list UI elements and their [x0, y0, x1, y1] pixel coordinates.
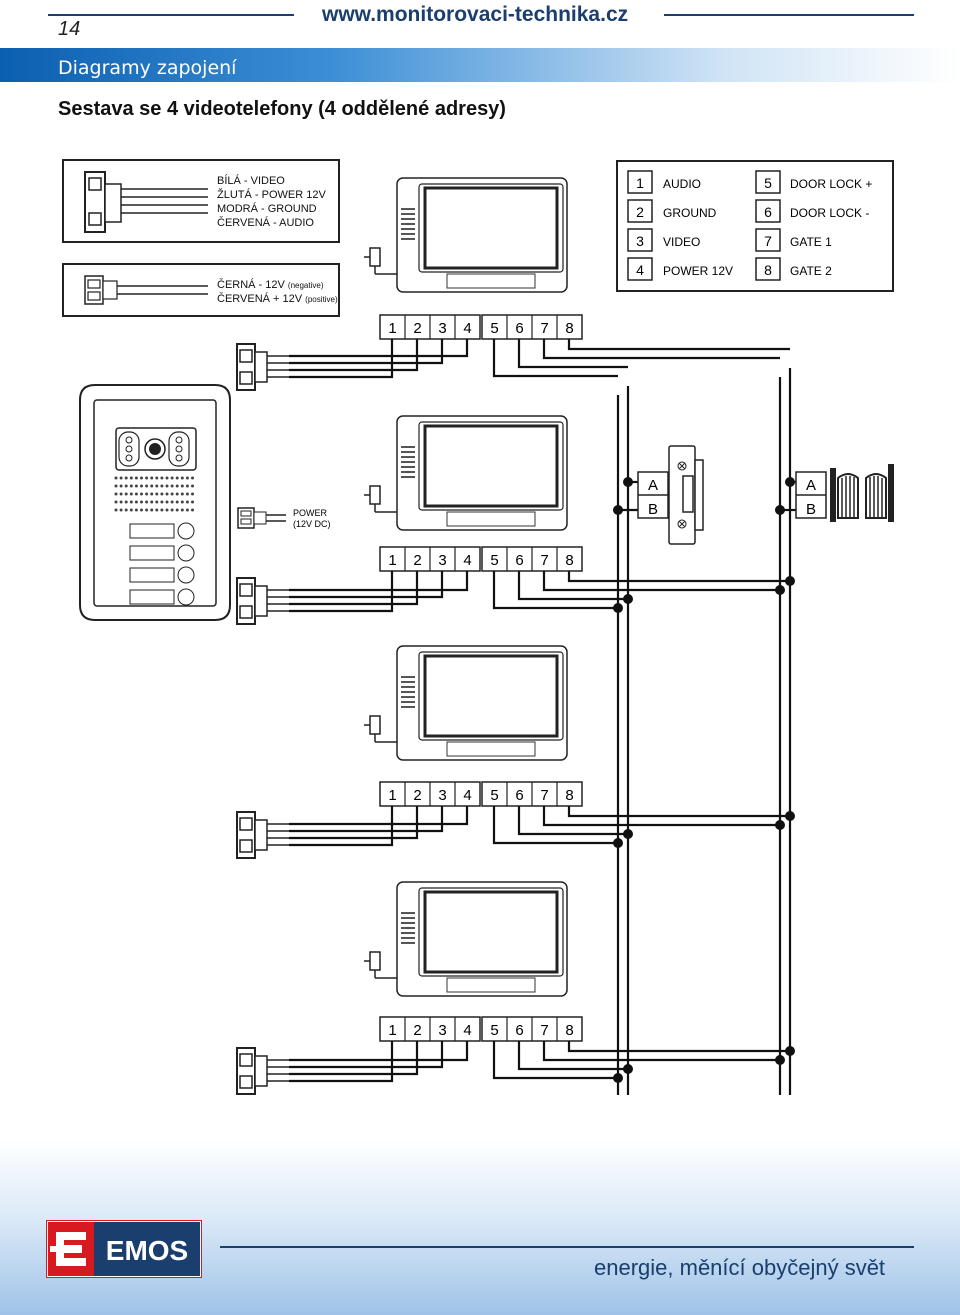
terminal-legend-label-4: POWER 12V: [663, 264, 733, 278]
terminal-legend-label-5: DOOR LOCK +: [790, 177, 872, 191]
power-negative-label: ČERNÁ - 12V: [217, 278, 286, 291]
wire-legend-line-3: MODRÁ - GROUND: [217, 202, 317, 215]
terminal-legend-num-8: 8: [764, 262, 772, 278]
page-subtitle: Sestava se 4 videotelefony (4 oddělené a…: [58, 98, 506, 120]
terminal-number: 2: [413, 787, 421, 804]
page-number: 14: [58, 18, 81, 40]
svg-text:ČERVENÁ + 12V (positive): ČERVENÁ + 12V (positive): [217, 292, 338, 305]
connector-plug-2: [236, 577, 290, 625]
terminal-number: 4: [463, 1022, 471, 1039]
power-legend: ČERNÁ - 12V (negative) ČERVENÁ + 12V (po…: [62, 263, 340, 317]
power-negative-note: (negative): [288, 281, 324, 290]
connector-plug-4: [236, 1047, 290, 1095]
door-lock: A B: [637, 445, 704, 545]
lock-label-a: A: [648, 477, 658, 494]
section-title: Diagramy zapojení: [58, 57, 237, 79]
svg-text:ČERNÁ - 12V (negative): ČERNÁ - 12V (negative): [217, 278, 324, 291]
terminal-legend-label-6: DOOR LOCK -: [790, 206, 869, 220]
terminal-number: 2: [413, 552, 421, 569]
terminal-number: 3: [438, 787, 446, 804]
wire-legend-line-1: BÍLÁ - VIDEO: [217, 174, 285, 187]
header-rule-left: [48, 14, 294, 16]
emos-logo: EMOS: [46, 1220, 202, 1278]
terminal-legend-num-1: 1: [636, 175, 644, 191]
footer-rule: [220, 1246, 914, 1248]
door-power-label-2: (12V DC): [293, 519, 331, 529]
wire-color-legend: BÍLÁ - VIDEO ŽLUTÁ - POWER 12V MODRÁ - G…: [62, 159, 340, 243]
footer-slogan: energie, měnící obyčejný svět: [594, 1255, 886, 1280]
terminal-number: 1: [388, 552, 396, 569]
gate-label-a: A: [806, 477, 816, 494]
terminal-number: 5: [490, 552, 498, 569]
header-rule-right: [664, 14, 914, 16]
terminal-number: 7: [540, 787, 548, 804]
door-station: [79, 384, 231, 621]
terminal-legend-num-3: 3: [636, 233, 644, 249]
gate-label-b: B: [806, 501, 816, 518]
terminal-number: 5: [490, 320, 498, 337]
terminal-legend-label-1: AUDIO: [663, 177, 701, 191]
wiring-diagram: BÍLÁ - VIDEO ŽLUTÁ - POWER 12V MODRÁ - G…: [62, 159, 894, 1095]
door-power-label-1: POWER: [293, 508, 328, 518]
connector-plug-1: [236, 343, 290, 391]
terminal-legend-label-2: GROUND: [663, 206, 717, 220]
terminal-legend-num-2: 2: [636, 204, 644, 220]
terminal-legend: 1 2 3 4 5 6 7 8 AUDIO GROUND VIDEO POWER…: [616, 160, 894, 292]
monitor-1: [363, 176, 569, 294]
terminal-number: 1: [388, 787, 396, 804]
monitor-2: [363, 414, 569, 532]
terminal-number: 7: [540, 1022, 548, 1039]
terminal-number: 7: [540, 320, 548, 337]
call-buttons: [129, 522, 195, 606]
terminal-legend-label-7: GATE 1: [790, 235, 832, 249]
terminal-number: 3: [438, 320, 446, 337]
terminal-number: 5: [490, 787, 498, 804]
terminal-number: 6: [515, 552, 523, 569]
terminal-legend-num-6: 6: [764, 204, 772, 220]
door-station-power-plug: POWER (12V DC): [237, 507, 331, 529]
terminal-number: 6: [515, 320, 523, 337]
monitor-3: [363, 644, 569, 762]
terminal-legend-num-5: 5: [764, 175, 772, 191]
terminal-number: 8: [565, 787, 573, 804]
connector-plug-3: [236, 811, 290, 859]
lock-label-b: B: [648, 501, 658, 518]
site-url-link[interactable]: www.monitorovaci-technika.cz: [322, 3, 629, 26]
terminal-number: 4: [463, 787, 471, 804]
terminal-number: 1: [388, 1022, 396, 1039]
power-positive-label: ČERVENÁ + 12V: [217, 292, 303, 305]
wire-legend-line-4: ČERVENÁ - AUDIO: [217, 216, 314, 229]
terminal-legend-label-3: VIDEO: [663, 235, 700, 249]
terminal-number: 8: [565, 320, 573, 337]
monitor-4: [363, 880, 569, 998]
section-bar: [0, 48, 960, 82]
terminal-number: 7: [540, 552, 548, 569]
wire-legend-line-2: ŽLUTÁ - POWER 12V: [217, 188, 326, 201]
power-positive-note: (positive): [305, 295, 338, 304]
terminal-number: 8: [565, 552, 573, 569]
terminal-number: 4: [463, 320, 471, 337]
terminal-number: 2: [413, 320, 421, 337]
gate: A B: [795, 464, 894, 522]
terminal-legend-num-7: 7: [764, 233, 772, 249]
terminal-number: 2: [413, 1022, 421, 1039]
terminal-number: 4: [463, 552, 471, 569]
terminal-number: 3: [438, 552, 446, 569]
terminal-number: 3: [438, 1022, 446, 1039]
terminal-number: 1: [388, 320, 396, 337]
emos-logo-text: EMOS: [106, 1235, 188, 1266]
terminal-number: 6: [515, 1022, 523, 1039]
terminal-legend-label-8: GATE 2: [790, 264, 832, 278]
terminal-number: 8: [565, 1022, 573, 1039]
terminal-number: 6: [515, 787, 523, 804]
terminal-number: 5: [490, 1022, 498, 1039]
terminal-legend-num-4: 4: [636, 262, 644, 278]
